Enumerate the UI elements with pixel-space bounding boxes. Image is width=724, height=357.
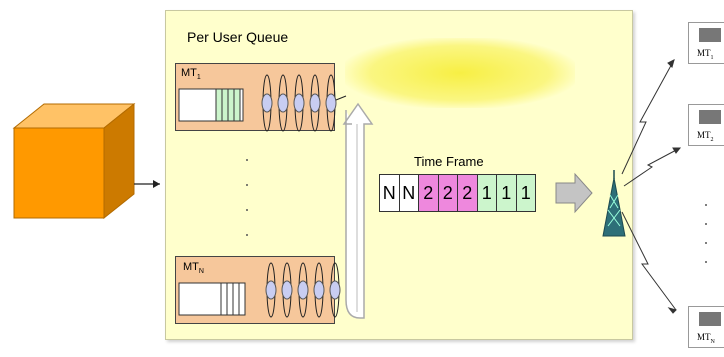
time-frame-slot: 1: [476, 174, 497, 212]
terminal-mtn: MTN: [688, 306, 724, 348]
time-frame-slot: 2: [418, 174, 439, 212]
source-cube-icon: [12, 102, 136, 220]
terminal-screen-icon: [699, 110, 721, 124]
terminal-screen-icon: [699, 28, 721, 42]
terminal-mt1-label: MT1: [697, 48, 714, 61]
terminal-mt2: MT2: [688, 104, 724, 146]
selection-arrow-icon: [342, 102, 374, 319]
terminal-mtn-label: MTN: [697, 332, 715, 345]
queue-mtn-state-icons: [265, 280, 341, 300]
queue-mt1-label: MT1: [181, 67, 201, 82]
time-frame-slot: 1: [496, 174, 517, 212]
terminal-ellipsis: [705, 204, 707, 263]
lightning-link-icon: [621, 59, 682, 314]
time-frame-slot: N: [398, 174, 419, 212]
cell-tower-icon: [602, 170, 626, 237]
queue-mtn-label: MTN: [183, 261, 204, 276]
terminal-screen-icon: [699, 312, 721, 326]
terminal-mt2-label: MT2: [697, 130, 714, 143]
queue-mt1-state-icons: [261, 93, 337, 113]
queue-mtn-buffer: [178, 282, 246, 316]
time-frame-label: Time Frame: [414, 154, 484, 169]
highlight-glow: [345, 38, 575, 108]
time-frame-slot: 2: [437, 174, 458, 212]
time-frame-slot: 1: [515, 174, 536, 212]
time-frame-slot: N: [379, 174, 400, 212]
queue-mt1-output: [335, 95, 347, 101]
terminal-mt1: MT1: [688, 22, 724, 64]
time-frame-slot: 2: [457, 174, 478, 212]
panel-title: Per User Queue: [187, 29, 289, 45]
right-arrow-icon: [555, 172, 593, 214]
queue-ellipsis: [246, 159, 248, 236]
queue-mt1-buffer: [178, 88, 244, 122]
source-arrow: [134, 180, 160, 188]
